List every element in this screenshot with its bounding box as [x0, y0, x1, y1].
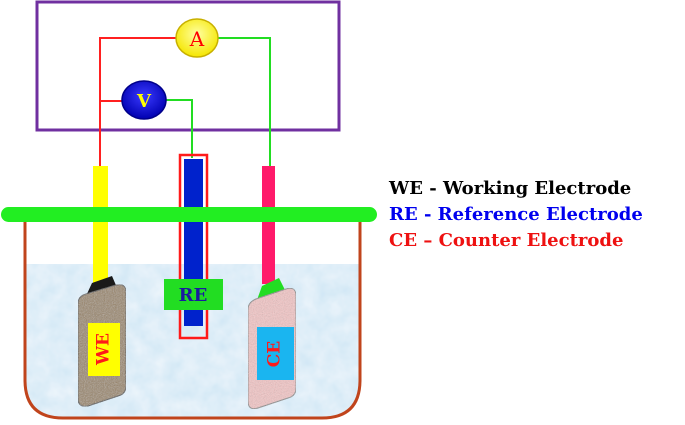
voltmeter-label: V — [136, 91, 152, 112]
legend-working-electrode: WE - Working Electrode — [389, 178, 632, 199]
circuit-box — [35, 0, 341, 132]
working-electrode-wire — [99, 37, 178, 168]
counter-electrode-rod — [262, 166, 275, 284]
reference-electrode-tag — [164, 279, 223, 310]
counter-electrode-wire — [218, 37, 271, 168]
ammeter-label: A — [189, 27, 205, 51]
legend-counter-electrode: CE – Counter Electrode — [389, 230, 624, 251]
legend-reference-electrode: RE - Reference Electrode — [389, 204, 643, 225]
working-electrode-label: WE — [94, 333, 114, 366]
beaker — [23, 214, 362, 420]
holder-bar — [1, 207, 377, 222]
reference-electrode-wire — [166, 99, 193, 158]
electrode-legend: WE - Working Electrode RE - Reference El… — [389, 176, 685, 254]
working-electrode-label-box — [88, 323, 120, 376]
reference-electrode-label: RE — [179, 285, 208, 306]
counter-electrode-label-box — [257, 327, 294, 380]
ammeter: A — [175, 18, 219, 58]
reference-electrode-frame — [178, 153, 209, 340]
working-electrode-rod — [93, 166, 108, 286]
voltmeter: V — [121, 80, 167, 120]
counter-electrode-clip — [257, 278, 286, 300]
counter-electrode-label: CE — [265, 341, 285, 368]
